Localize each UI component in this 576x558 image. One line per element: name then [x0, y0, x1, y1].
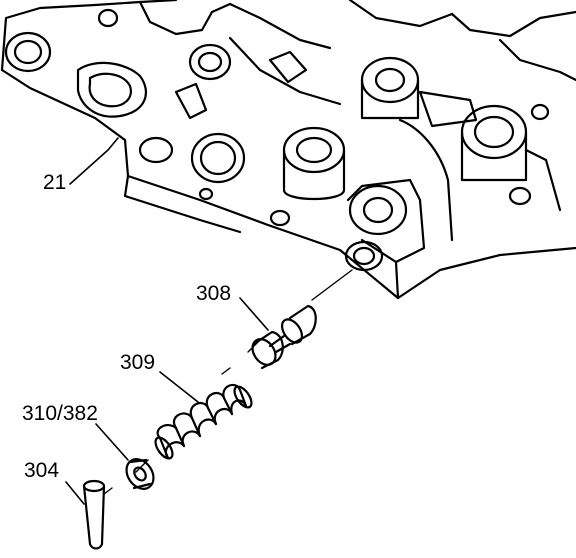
- leader-308: [239, 297, 269, 331]
- leader-304: [65, 481, 85, 505]
- leader-310-382: [95, 423, 129, 461]
- retainer-310-382: [125, 458, 155, 490]
- valve-308: [251, 304, 317, 370]
- leader-309: [159, 371, 199, 403]
- pin-304: [82, 479, 106, 550]
- callout-21: 21: [43, 171, 67, 194]
- callout-309: 309: [120, 351, 156, 374]
- valve-body-casting: [0, 0, 576, 300]
- callout-310-382: 310/382: [22, 402, 98, 425]
- callout-308: 308: [196, 282, 232, 305]
- callout-304: 304: [24, 459, 60, 482]
- leader-lines: [65, 137, 269, 505]
- spring-309: [154, 383, 253, 460]
- leader-21: [69, 137, 119, 185]
